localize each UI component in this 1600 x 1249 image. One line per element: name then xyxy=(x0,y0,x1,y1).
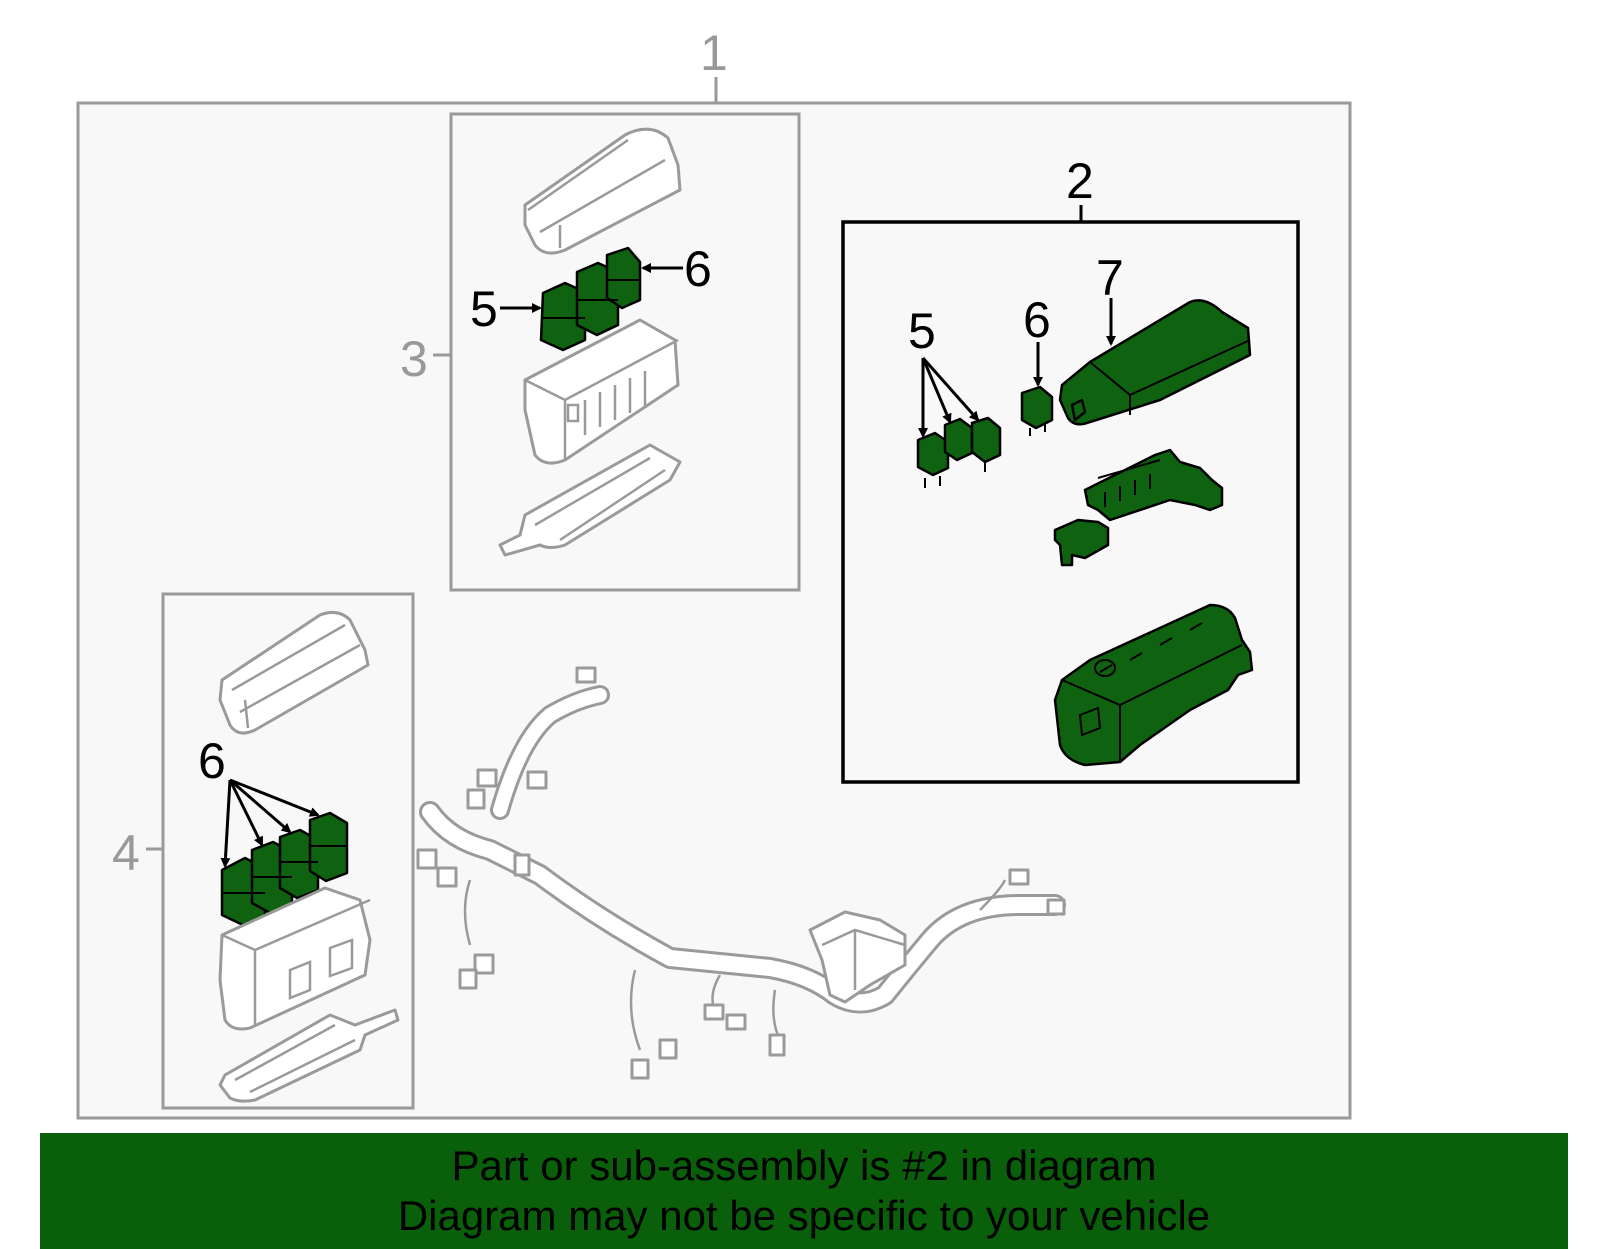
box3-tray xyxy=(498,443,682,557)
box4-arrow-6c xyxy=(229,778,292,834)
box2-arrow-5c xyxy=(921,357,980,422)
box4-cover xyxy=(218,610,370,735)
box4-tray xyxy=(218,1008,400,1103)
callout-box2-6: 6 xyxy=(1023,292,1051,348)
box2-fuse-box xyxy=(1053,603,1254,767)
box4-arrow-6a xyxy=(220,779,232,868)
box3-cover xyxy=(523,127,682,255)
harness-junction-block xyxy=(808,910,907,1004)
box2-relay-6 xyxy=(1020,385,1054,436)
callout-box2-5: 5 xyxy=(908,303,936,359)
wiring-harness xyxy=(416,666,1066,1080)
box4-relays xyxy=(220,811,349,927)
callout-3: 3 xyxy=(400,331,428,387)
callout-box3-5: 5 xyxy=(470,281,498,337)
box2-arrow-5b xyxy=(921,357,952,424)
box2-connector-bar xyxy=(1053,448,1224,567)
banner-line-1: Part or sub-assembly is #2 in diagram xyxy=(451,1142,1157,1189)
box3-relays xyxy=(539,246,642,352)
disclaimer-banner: Part or sub-assembly is #2 in diagram Di… xyxy=(40,1133,1568,1249)
box3-fuse-block xyxy=(523,318,680,465)
sub-assembly-4: 4 6 xyxy=(112,592,415,1110)
box4-fuse-block xyxy=(218,886,372,1031)
banner-line-2: Diagram may not be specific to your vehi… xyxy=(397,1192,1211,1239)
callout-2: 2 xyxy=(1066,153,1094,209)
callout-box3-6: 6 xyxy=(684,241,712,297)
sub-assembly-2: 2 5 6 7 xyxy=(841,153,1300,784)
sub-assembly-3: 3 5 6 xyxy=(400,112,801,592)
callout-box2-7: 7 xyxy=(1096,250,1124,306)
harness-connectors xyxy=(416,666,1066,1080)
callout-1: 1 xyxy=(700,25,728,81)
box4-arrow-6d xyxy=(229,778,320,817)
box2-cover-7 xyxy=(1058,299,1252,426)
callout-4: 4 xyxy=(112,825,140,881)
callout-box4-6: 6 xyxy=(198,733,226,789)
box4-arrow-6b xyxy=(228,779,264,847)
box2-relays-5 xyxy=(916,416,1002,488)
